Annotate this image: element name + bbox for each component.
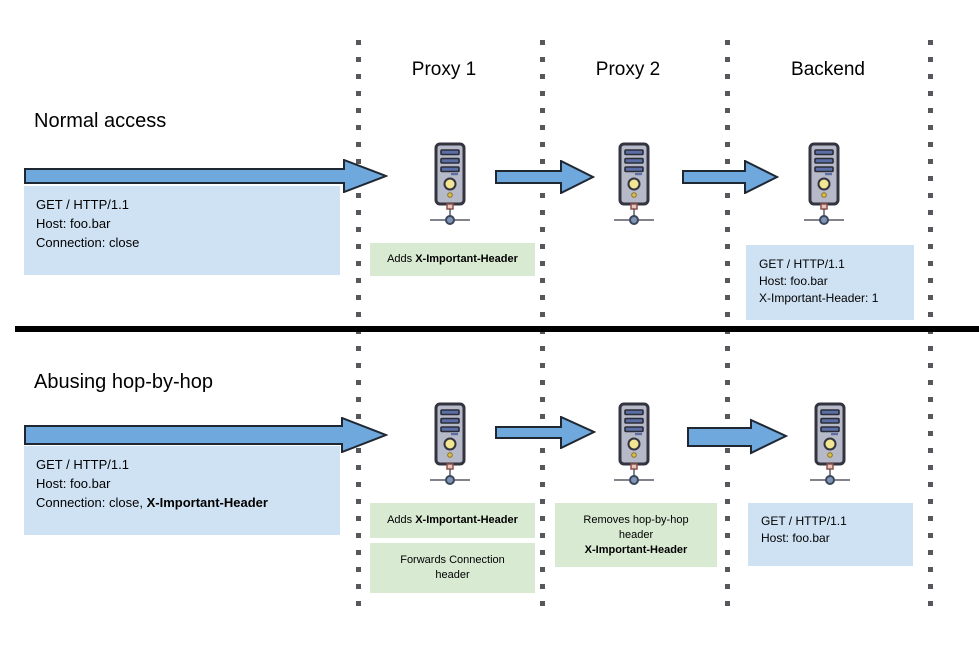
request-line: GET / HTTP/1.1	[36, 197, 129, 212]
request-box-abuse-client: GET / HTTP/1.1 Host: foo.bar Connection:…	[24, 446, 340, 535]
note-line: Removes hop-by-hop	[583, 513, 689, 526]
arrow-right-icon	[24, 417, 388, 453]
request-line: Host: foo.bar	[36, 476, 111, 491]
column-header-backend: Backend	[791, 59, 865, 80]
note-line: header	[435, 569, 470, 581]
request-line: Host: foo.bar	[761, 531, 830, 545]
server-icon	[604, 401, 664, 493]
note-line: header	[618, 528, 654, 541]
server-icon	[604, 141, 664, 233]
note-box-normal-proxy1-adds-header: Adds X-Important-Header	[370, 243, 535, 276]
note-box-abuse-proxy1-forwards-connection: Forwards Connection header	[370, 543, 535, 593]
column-header-proxy1: Proxy 1	[411, 59, 477, 80]
note-box-abuse-proxy2-removes-header: Removes hop-by-hop header X-Important-He…	[555, 503, 717, 567]
server-icon	[420, 401, 480, 493]
column-divider-dotted-line	[725, 40, 730, 607]
note-line: Adds X-Important-Header	[387, 253, 518, 265]
column-divider-dotted-line	[540, 40, 545, 607]
request-line: GET / HTTP/1.1	[761, 514, 847, 528]
arrow-right-icon	[682, 160, 779, 194]
note-box-abuse-proxy1-adds-header: Adds X-Important-Header	[370, 503, 535, 538]
request-line: Connection: close	[36, 235, 140, 250]
request-box-abuse-backend: GET / HTTP/1.1 Host: foo.bar	[748, 503, 913, 566]
arrow-right-icon	[24, 159, 388, 193]
column-divider-dotted-line	[928, 40, 933, 607]
server-icon	[420, 141, 480, 233]
request-line: X-Important-Header: 1	[759, 291, 879, 305]
request-box-normal-backend: GET / HTTP/1.1 Host: foo.bar X-Important…	[746, 245, 914, 320]
arrow-right-icon	[687, 418, 788, 455]
request-line: GET / HTTP/1.1	[36, 457, 129, 472]
server-icon	[794, 141, 854, 233]
arrow-right-icon	[495, 416, 596, 449]
request-line: Host: foo.bar	[759, 274, 828, 288]
column-header-proxy2: Proxy 2	[595, 59, 661, 80]
arrow-right-icon	[495, 160, 595, 194]
request-line: GET / HTTP/1.1	[759, 257, 845, 271]
request-line: Host: foo.bar	[36, 216, 111, 231]
section-divider-line	[15, 326, 979, 332]
server-icon	[800, 401, 860, 493]
request-box-normal-client: GET / HTTP/1.1 Host: foo.bar Connection:…	[24, 186, 340, 275]
note-line: X-Important-Header	[584, 543, 688, 556]
section-title-normal: Normal access	[34, 110, 167, 132]
note-line: Adds X-Important-Header	[387, 514, 518, 526]
section-title-abuse: Abusing hop-by-hop	[34, 371, 214, 393]
note-line: Forwards Connection	[400, 554, 505, 566]
request-line: Connection: close, X-Important-Header	[36, 495, 268, 510]
column-divider-dotted-line	[356, 40, 361, 607]
